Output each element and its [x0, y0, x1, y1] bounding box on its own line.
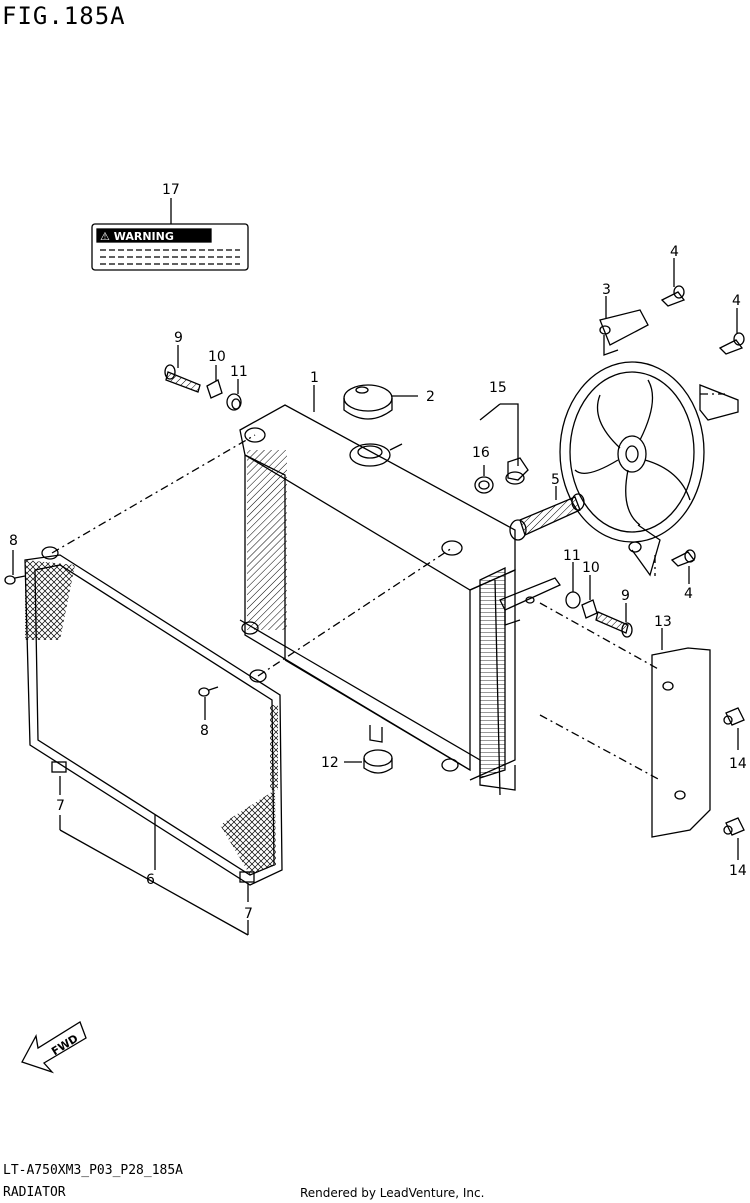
callout-8-bottom: 8 [200, 723, 209, 739]
callout-16: 16 [472, 445, 490, 461]
callout-8-left: 8 [9, 533, 18, 549]
collar-part-10-upper [206, 365, 223, 399]
screw-part-4-right [718, 308, 745, 355]
callout-14-top: 14 [729, 756, 747, 772]
radiator-part-1 [239, 385, 516, 796]
callout-11-upper: 11 [230, 364, 248, 380]
clip-part-14-top [723, 707, 745, 750]
callout-17: 17 [162, 182, 180, 198]
callout-9-upper: 9 [174, 330, 183, 346]
screw-part-4-bottom [670, 549, 696, 584]
plate-part-13 [651, 628, 711, 838]
clip-part-8-left [4, 550, 26, 585]
diagram-code: LT-A750XM3_P03_P28_185A [3, 1163, 184, 1178]
callout-4-right: 4 [732, 293, 741, 309]
radiator-cap-part-2 [343, 384, 418, 420]
callout-5: 5 [551, 472, 560, 488]
callout-12: 12 [321, 755, 339, 771]
screw-part-4-top [660, 258, 686, 307]
cooling-fan-assembly [559, 296, 739, 577]
callout-leaders-6-7 [59, 776, 249, 936]
assembly-guide-lines [51, 393, 725, 781]
filler-neck [349, 443, 403, 467]
callout-9-lower: 9 [621, 588, 630, 604]
callout-13: 13 [654, 614, 672, 630]
clip-part-8-bottom [198, 686, 219, 720]
callout-3: 3 [602, 282, 611, 298]
clip-part-14-bottom [723, 817, 745, 860]
render-credit: Rendered by LeadVenture, Inc. [300, 1186, 485, 1200]
bolt-part-9-upper [164, 345, 201, 393]
bushing-part-11-upper [226, 379, 242, 411]
collar-part-10-lower [581, 575, 598, 619]
bolt-part-9-lower [595, 603, 633, 638]
warning-label-part-17: ⚠ WARNING [91, 198, 249, 271]
figure-title: FIG.185A [2, 2, 126, 30]
callout-2: 2 [426, 389, 435, 405]
callout-10-upper: 10 [208, 349, 226, 365]
callout-1: 1 [310, 370, 319, 386]
callout-4-bottom: 4 [684, 586, 693, 602]
callout-6: 6 [146, 872, 155, 888]
callout-14-bottom: 14 [729, 863, 747, 879]
radiator-screen-part-6 [24, 546, 283, 886]
bracket-right [499, 577, 561, 626]
warning-label-text: ⚠ WARNING [100, 230, 174, 243]
bushing-part-11-lower [565, 562, 581, 609]
hose-fitting-part-5 [509, 486, 585, 541]
assembly-name: RADIATOR [3, 1185, 66, 1200]
thermo-switch-part-15 [474, 403, 529, 494]
callout-7-right: 7 [244, 906, 253, 922]
grommet-part-12 [344, 749, 393, 774]
callout-11-lower: 11 [563, 548, 581, 564]
callout-10-lower: 10 [582, 560, 600, 576]
callout-15: 15 [489, 380, 507, 396]
callout-7-left: 7 [56, 798, 65, 814]
forward-direction-arrow: FWD [21, 1021, 87, 1074]
callout-4-top: 4 [670, 244, 679, 260]
